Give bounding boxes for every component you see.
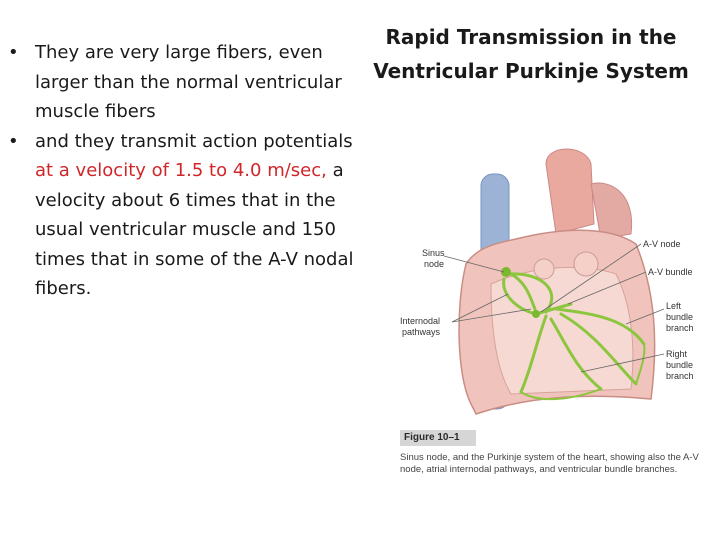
internodal-label: Internodal: [400, 316, 440, 326]
aorta: [545, 148, 595, 235]
left-bundle-branch: [559, 312, 638, 386]
av-node: [532, 310, 540, 318]
bullet-text: and they transmit action potentials: [35, 130, 353, 152]
leader-line: [451, 308, 532, 323]
internodal-pathway: [502, 277, 538, 316]
sinus-node-label: Sinus: [422, 248, 445, 258]
leader-line: [540, 243, 642, 313]
pulmonary-artery: [590, 182, 633, 240]
internodal-label: pathways: [402, 327, 441, 337]
bullet-text: They are very large fibers, even larger …: [35, 42, 342, 122]
bullet-item: • and they transmit action potentials at…: [8, 127, 360, 304]
bullet-dot: •: [8, 130, 19, 152]
bullet-list: • They are very large fibers, even large…: [8, 38, 360, 304]
leader-line: [580, 353, 665, 373]
slide-title: Rapid Transmission in the Ventricular Pu…: [373, 25, 689, 83]
right-bundle-label: branch: [666, 371, 694, 381]
left-bundle-label: bundle: [666, 312, 693, 322]
leader-line: [451, 293, 509, 323]
valve: [533, 258, 555, 280]
right-bundle-label: Right: [666, 349, 688, 359]
heart-inner: [490, 266, 634, 395]
av-node-label: A-V node: [643, 239, 681, 249]
figure-number: Figure 10–1: [400, 430, 476, 446]
valve: [573, 251, 599, 277]
bullet-text-continued: a velocity about 6 times that in the usu…: [35, 160, 354, 299]
av-bundle: [534, 302, 573, 316]
sinus-node: [501, 267, 511, 277]
leader-line: [443, 255, 505, 273]
right-bundle-label: bundle: [666, 360, 693, 370]
right-bundle-branch: [519, 314, 548, 394]
right-bundle-branch: [549, 317, 603, 391]
sinus-node-label: node: [424, 259, 444, 269]
left-bundle-label: branch: [666, 323, 694, 333]
left-bundle-branch: [554, 307, 646, 346]
heart-conduction-diagram: Sinus node Internodal pathways A-V node …: [400, 148, 694, 415]
purkinje-fiber: [635, 343, 646, 385]
bullet-dot: •: [8, 42, 19, 63]
left-bundle-label: Left: [666, 301, 682, 311]
bullet-item: • They are very large fibers, even large…: [8, 38, 360, 127]
leader-lines: [443, 243, 665, 373]
velocity-highlight: at a velocity of 1.5 to 4.0 m/sec,: [35, 160, 327, 181]
figure-caption: Sinus node, and the Purkinje system of t…: [400, 452, 699, 475]
av-bundle-label: A-V bundle: [648, 267, 693, 277]
leader-line: [567, 271, 647, 305]
purkinje-fiber: [520, 388, 602, 401]
leader-line: [625, 308, 665, 325]
